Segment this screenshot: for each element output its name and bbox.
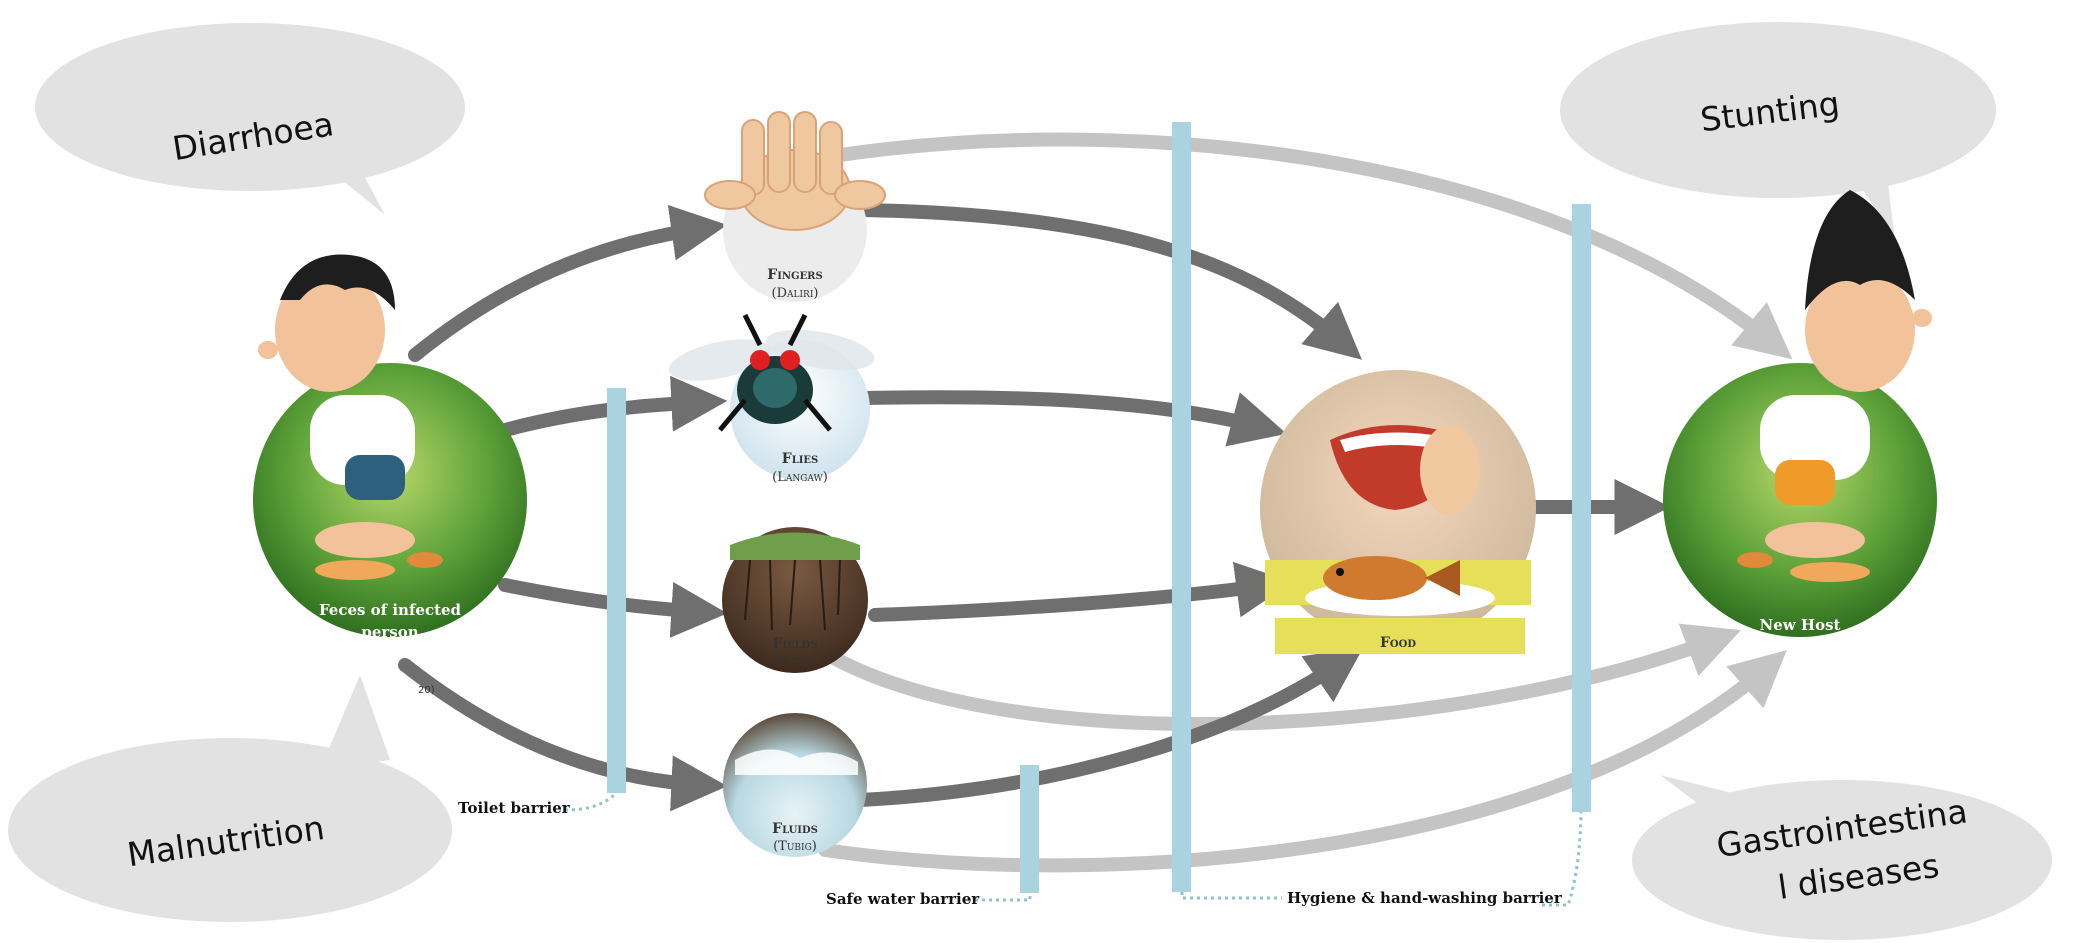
bubble-gastrointestinal: Gastrointestina l diseases (1632, 775, 2052, 940)
toilet-barrier-bar (607, 388, 626, 793)
small-note: 20) (418, 685, 435, 696)
arrow-source-to-fluids (398, 658, 728, 812)
mouth-icon (1330, 425, 1480, 515)
plant-icon (730, 532, 860, 560)
arrow-fluids-to-food (853, 647, 1364, 807)
fields-label: Fields (772, 636, 817, 652)
arrow-fields-to-food (868, 561, 1293, 622)
fingers-sublabel: (Daliri) (772, 286, 819, 301)
fish-icon (1305, 556, 1495, 616)
fluids-sublabel: (Tubig) (773, 839, 817, 854)
node-flies: Flies (Langaw) (668, 313, 875, 485)
arrow-source-to-fields (498, 578, 728, 638)
arrow-flies-to-food (858, 390, 1287, 447)
fluids-label: Fluids (772, 821, 818, 837)
food-label: Food (1380, 635, 1416, 651)
flies-label: Flies (782, 451, 819, 467)
child-icon (258, 254, 443, 580)
node-fluids: Fluids (Tubig) (723, 713, 867, 857)
safe-water-barrier-label: Safe water barrier (826, 890, 980, 908)
fields-sublabel: (Bukid) (773, 653, 818, 668)
arrow-fingers-to-food (858, 203, 1362, 360)
source-label-line2: person (361, 623, 418, 641)
flies-sublabel: (Langaw) (772, 470, 828, 485)
bubble-stunting: Stunting (1560, 22, 1996, 240)
arrow-fingers-to-host (833, 132, 1793, 360)
hygiene-barrier-bar-2 (1572, 204, 1591, 812)
hygiene-barrier-label: Hygiene & hand-washing barrier (1287, 889, 1563, 907)
fingers-label: Fingers (767, 267, 822, 283)
bubble-diarrhoea: Diarrhoea (35, 23, 465, 215)
child-icon-host (1737, 190, 1932, 582)
node-source: Feces of infected person (253, 254, 527, 641)
safe-water-barrier-bar (1020, 765, 1039, 893)
arrow-fluids-to-host (818, 650, 1787, 873)
water-icon (735, 749, 858, 775)
fly-icon (668, 313, 875, 432)
node-new-host: New Host (1663, 190, 1937, 637)
new-host-label: New Host (1760, 616, 1841, 634)
node-food: Food (1260, 370, 1536, 654)
node-fields: Fields (Bukid) (722, 527, 868, 673)
arrow-source-to-fingers (408, 204, 728, 362)
toilet-barrier-label: Toilet barrier (458, 799, 571, 817)
hand-icon (704, 111, 886, 231)
hygiene-barrier-bar-1 (1172, 122, 1191, 892)
barriers: Toilet barrier Safe water barrier Hygien… (458, 122, 1591, 908)
source-label-line1: Feces of infected (319, 601, 462, 619)
bubble-malnutrition: Malnutrition (8, 675, 452, 922)
arrow-source-to-flies (498, 375, 728, 437)
node-fingers: Fingers (Daliri) (704, 111, 886, 302)
